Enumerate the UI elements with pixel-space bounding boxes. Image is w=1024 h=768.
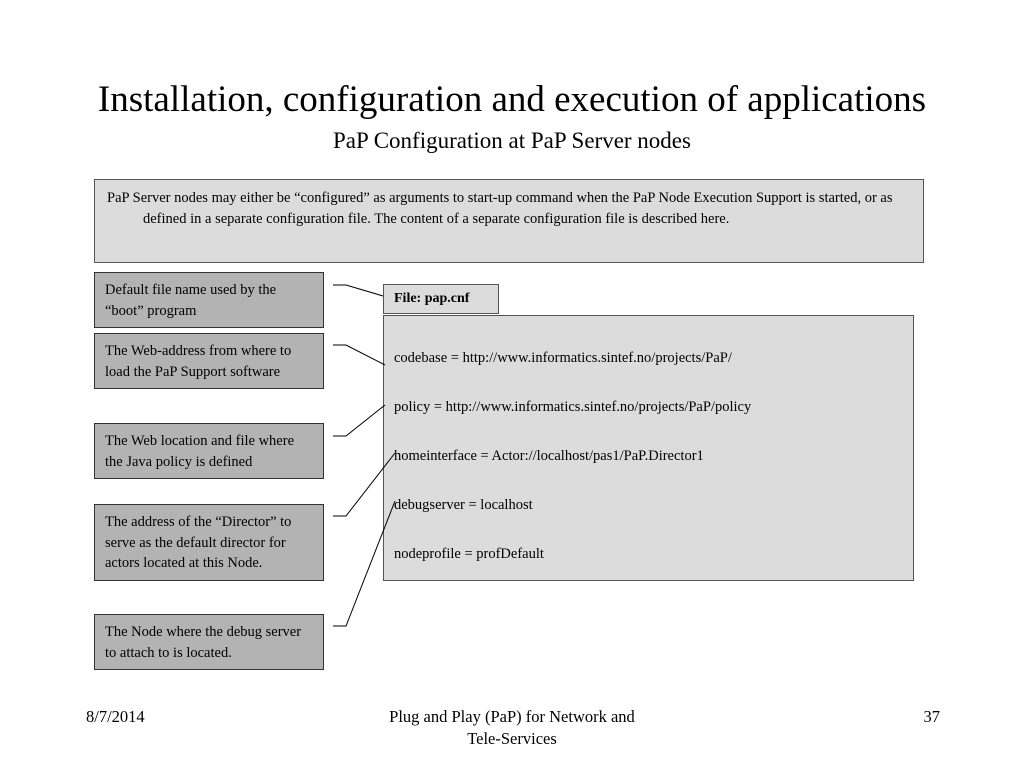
footer-date: 8/7/2014 [86, 707, 145, 726]
connector-debugserver [333, 500, 396, 627]
config-line-debugserver: debugserver = localhost [394, 497, 533, 513]
file-name-label: File: pap.cnf [383, 284, 499, 314]
footer-title-line-2: Tele-Services [467, 729, 557, 748]
connector-default-file-name [333, 284, 384, 297]
config-line-nodeprofile: nodeprofile = profDefault [394, 546, 544, 562]
connector-policy [333, 404, 386, 437]
note-policy: The Web location and file where the Java… [94, 423, 324, 479]
config-file-box: codebase = http://www.informatics.sintef… [383, 315, 914, 581]
footer-presentation-title: Plug and Play (PaP) for Network and Tele… [312, 706, 712, 750]
connector-homeinterface [333, 452, 396, 517]
config-line-codebase: codebase = http://www.informatics.sintef… [394, 350, 732, 366]
intro-box: PaP Server nodes may either be “configur… [94, 179, 924, 263]
intro-text: PaP Server nodes may either be “configur… [107, 190, 893, 227]
note-homeinterface: The address of the “Director” to serve a… [94, 504, 324, 581]
note-codebase: The Web-address from where to load the P… [94, 333, 324, 389]
config-line-policy: policy = http://www.informatics.sintef.n… [394, 399, 752, 415]
slide-number: 37 [923, 707, 941, 726]
slide-title: Installation, configuration and executio… [97, 79, 927, 120]
note-default-file-name: Default file name used by the “boot” pro… [94, 272, 324, 328]
connector-codebase [333, 344, 386, 366]
slide-subtitle: PaP Configuration at PaP Server nodes [333, 128, 691, 153]
footer-title-line-1: Plug and Play (PaP) for Network and [389, 707, 635, 726]
note-debugserver: The Node where the debug server to attac… [94, 614, 324, 670]
config-line-homeinterface: homeinterface = Actor://localhost/pas1/P… [394, 448, 704, 464]
